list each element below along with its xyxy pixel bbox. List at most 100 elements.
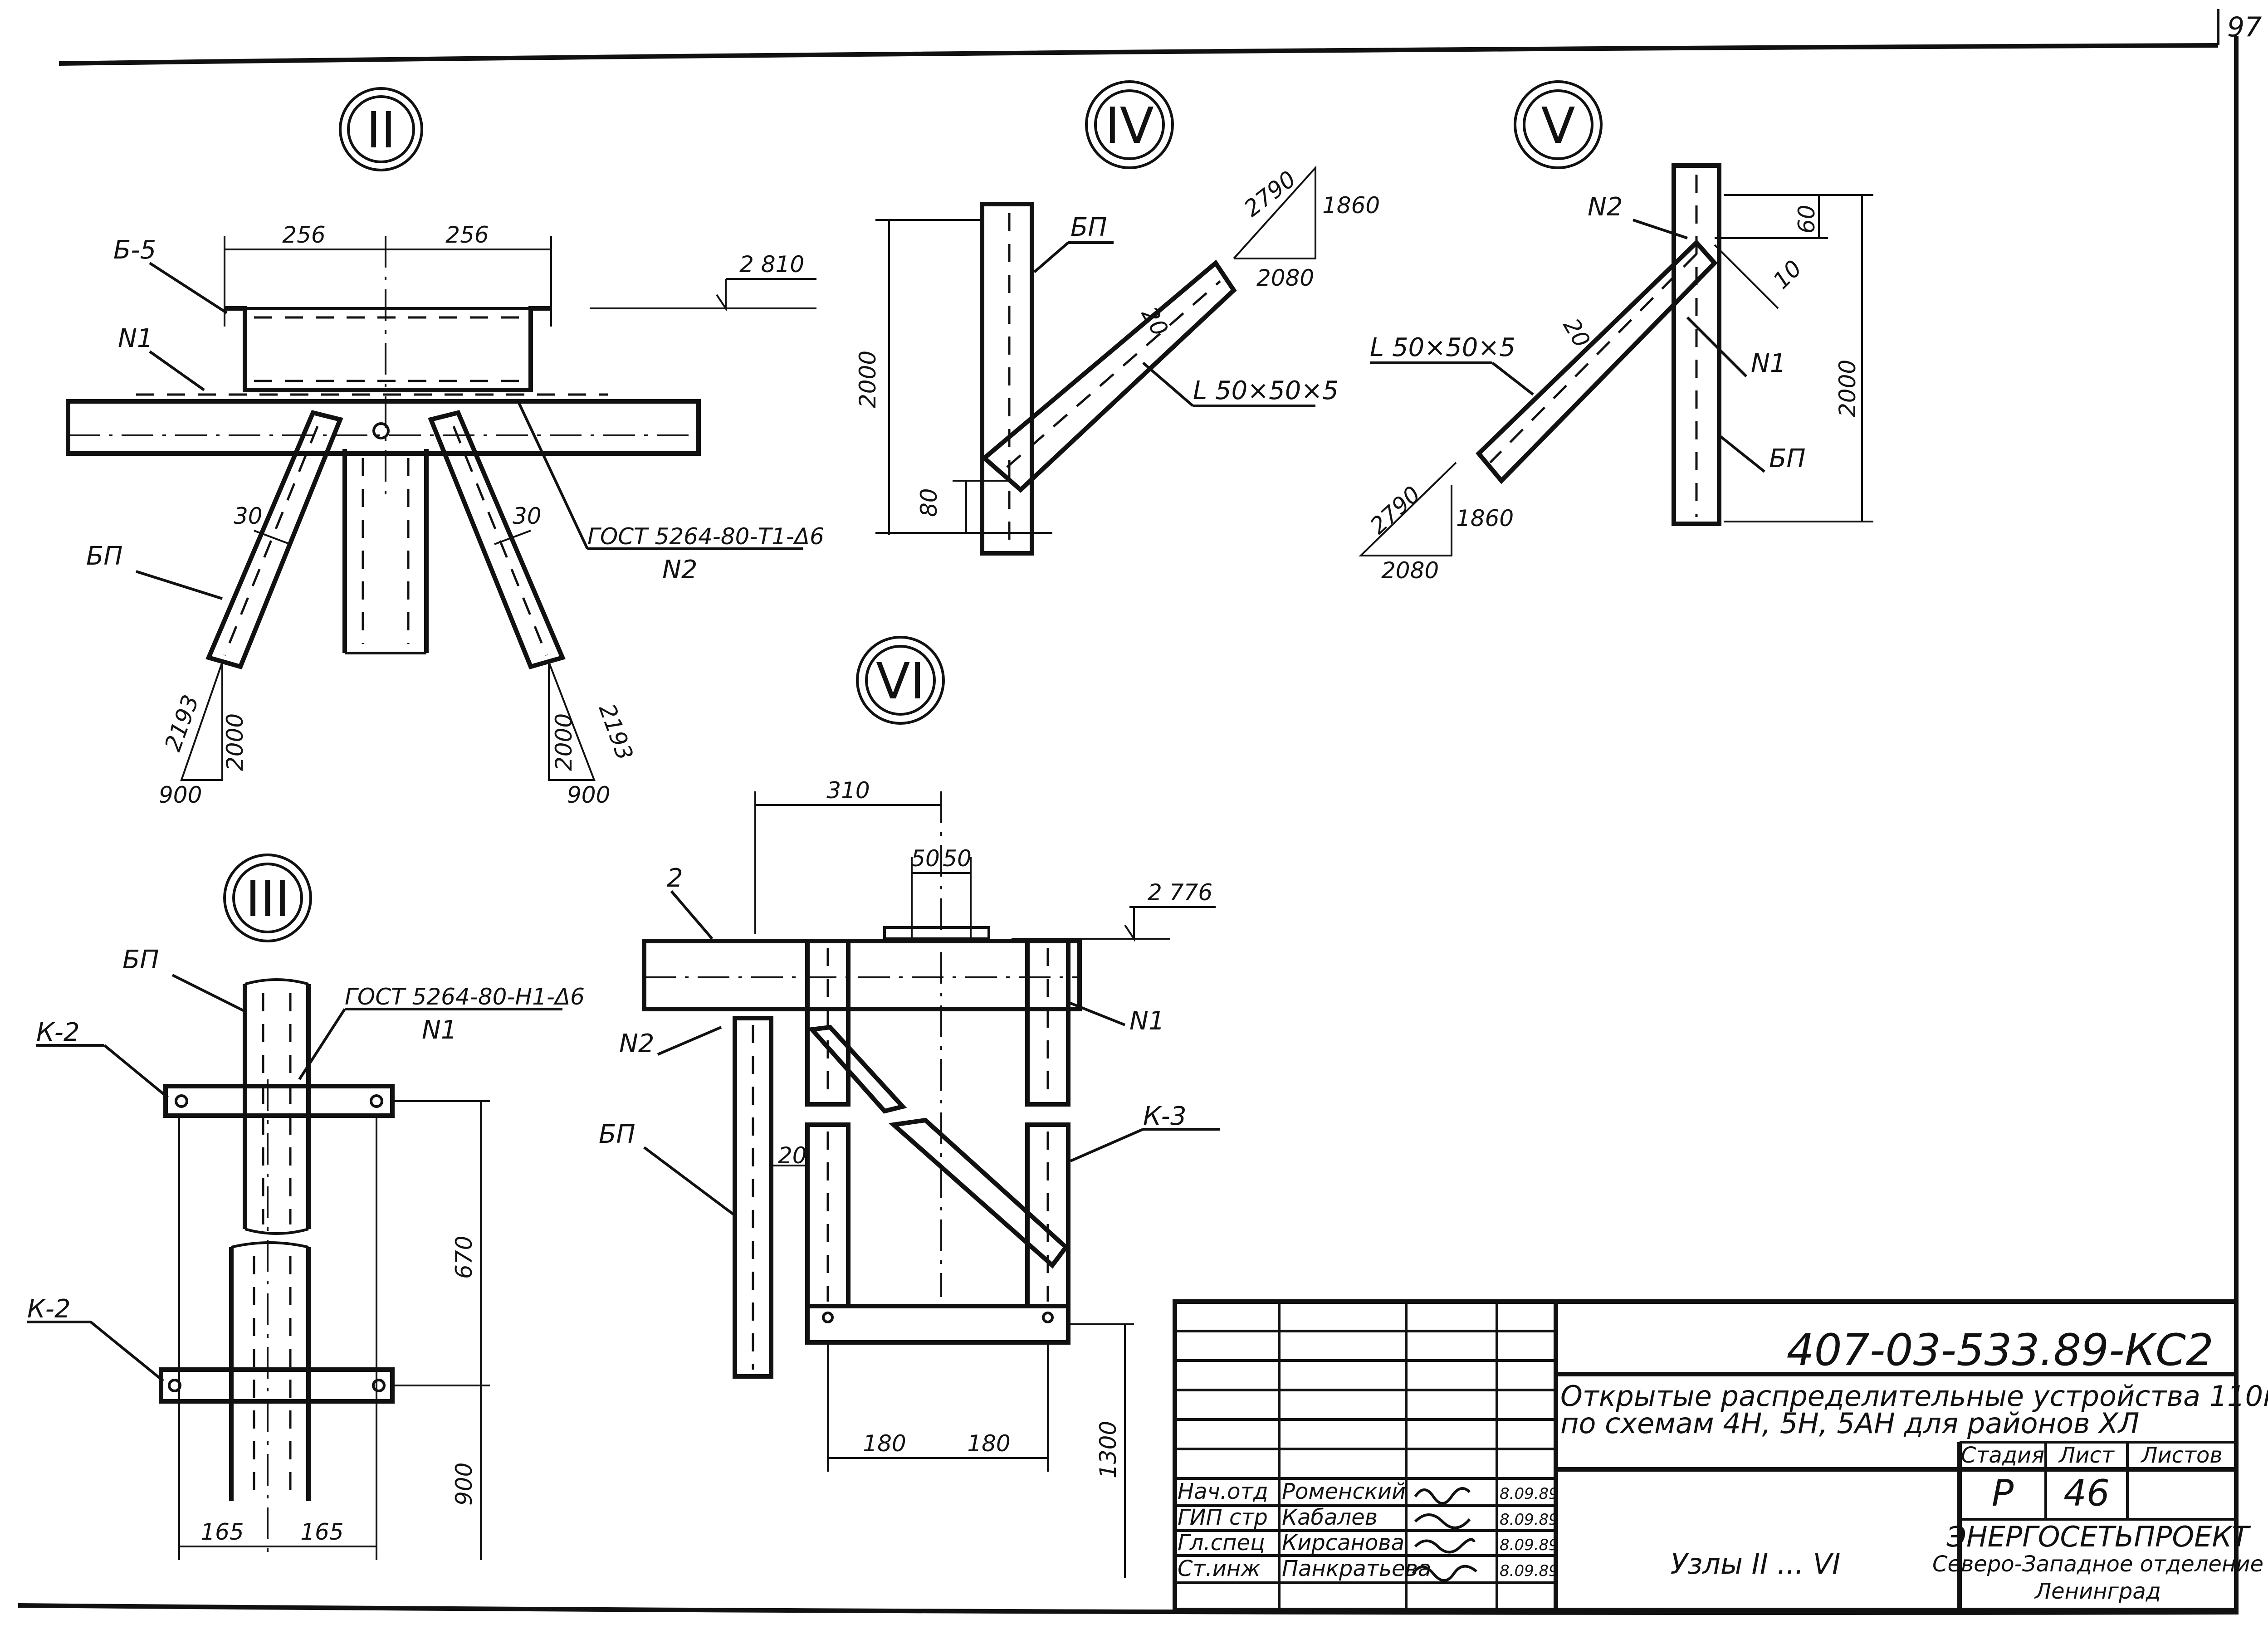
node-iv-tri-b: 1860 [1322,192,1380,219]
sheet-header: Лист [2058,1443,2115,1468]
org-line-3: Ленинград [2034,1579,2161,1604]
node-iii-marker [223,854,312,942]
node-ii-label-bp: БП [86,541,123,571]
node-v-tri-a: 2790 [1365,481,1425,539]
node-vi-top-beam [642,939,1082,1011]
node-iv-tri-c: 2080 [1256,265,1314,291]
node-v-dim-10: 10 [1768,255,1807,294]
staff-row: ГИП стр Кабалев 8.09.89 [1178,1505,1559,1530]
node-vi-dim-1300: 1300 [1095,1421,1121,1478]
node-vi-dim-50b: 50 [943,845,972,872]
node-iv-post [980,202,1034,556]
node-ii-tri-b: 2000 [222,713,248,771]
node-iv: IV 2000 80 20 2790 1860 2080 БП L 50×50×… [855,80,1380,556]
node-iii-label-n1: N1 [422,1015,457,1045]
corner-number: 97 [2227,11,2262,43]
node-vi-label-k3: К-3 [1143,1102,1187,1131]
node-iii-dim-900: 900 [451,1463,477,1506]
stage-value: Р [1992,1472,2014,1514]
staff-date: 8.09.89 [1500,1536,1559,1554]
node-ii-tri2-c: 900 [567,782,610,808]
node-v-label-n2: N2 [1588,192,1623,222]
node-vi-dim-180a: 180 [863,1430,906,1457]
node-ii-label: II [367,101,396,159]
node-ii-w30a: 30 [234,503,263,529]
node-iii-plate-upper [163,1084,395,1118]
node-ii-dim-w2: 256 [445,222,489,248]
node-iii-plate-lower [159,1367,395,1404]
node-v-marker [1514,80,1603,169]
node-vi-label-n1: N1 [1129,1006,1165,1036]
node-iv-marker [1085,80,1174,169]
node-vi-dim-50a: 50 [911,845,940,872]
staff-date: 8.09.89 [1500,1562,1559,1580]
node-vi-label-bp: БП [599,1120,635,1149]
node-iii-label: III [245,870,289,928]
node-vi-w20: 20 [778,1142,807,1169]
node-iv-dim-h: 2000 [855,351,881,408]
sheets-header: Листов [2140,1443,2222,1468]
staff-date: 8.09.89 [1500,1485,1559,1503]
node-iii-dim-165a: 165 [200,1519,244,1545]
node-ii: II 256 256 2 810 [66,87,824,808]
staff-row: Ст.инж Панкратьева 8.09.89 [1178,1556,1559,1582]
node-iv-brace [981,259,1237,493]
node-ii-dim-w1: 256 [282,222,325,248]
node-ii-lower-beam [66,399,701,456]
node-iv-w20: 20 [1136,302,1173,341]
staff-row: Гл.спец Кирсанова 8.09.89 [1178,1530,1559,1556]
staff-role: Гл.спец [1178,1530,1265,1556]
drawing-name: Узлы II ... VI [1671,1547,1841,1580]
signature [1414,1538,1476,1554]
node-iv-label: IV [1105,97,1154,155]
node-v-label-angle: L 50×50×5 [1370,333,1515,362]
node-vi-elev: 2 776 [1148,879,1212,906]
staff-role: ГИП стр [1178,1505,1268,1530]
node-iii-dim-165b: 165 [300,1519,343,1545]
node-ii-right-brace [428,410,566,670]
node-ii-tri2-a: 2000 [551,713,577,771]
node-v-dim-h: 2000 [1834,360,1861,417]
node-ii-tri2-b: 2193 [594,700,638,763]
node-iv-label-bp: БП [1070,213,1107,242]
node-ii-elev: 2 810 [739,251,804,278]
node-v-dim-60: 60 [1794,205,1820,234]
node-ii-left-brace [205,410,343,670]
node-vi-label: VI [876,652,925,710]
node-vi-bp-post [733,1016,773,1379]
node-ii-label-n2: N2 [662,555,698,585]
signature [1412,1565,1477,1582]
node-iii-label-bp: БП [122,945,159,975]
node-ii-gost: ГОСТ 5264-80-Т1-Δ6 [587,523,824,550]
node-ii-tri-a: 2193 [160,692,204,755]
node-iii-label-k2b: К-2 [27,1294,71,1324]
staff-role: Ст.инж [1178,1556,1261,1581]
staff-name: Роменский [1282,1479,1406,1504]
node-vi-dim-180b: 180 [967,1430,1010,1457]
staff-row: Нач.отд Роменский 8.09.89 [1178,1479,1559,1505]
node-vi: VI 310 50 50 2 776 [599,636,1220,1578]
stage-header: Стадия [1961,1443,2044,1468]
node-vi-marker [856,636,945,725]
node-ii-label-n1: N1 [118,324,153,353]
staff-name: Панкратьева [1282,1556,1431,1581]
org-line-2: Северо-Западное отделение [1932,1551,2263,1577]
node-vi-label-2: 2 [667,863,683,893]
node-vi-dim-310: 310 [826,777,870,804]
title-block: 407-03-533.89-КС2 Открытые распределител… [1173,1299,2268,1612]
title-line-1: Открытые распределительные устройства 11… [1560,1380,2268,1413]
node-vi-label-n2: N2 [619,1029,655,1058]
staff-name: Кабалев [1282,1505,1378,1530]
node-ii-label-b5: Б-5 [113,235,156,265]
staff-date: 8.09.89 [1500,1511,1559,1529]
sheet-value: 46 [2063,1472,2110,1514]
node-v-tri-b: 1860 [1456,505,1514,532]
staff-name: Кирсанова [1282,1530,1404,1556]
signature [1414,1513,1471,1529]
node-ii-w30b: 30 [513,503,542,529]
title-line-2: по схемам 4Н, 5Н, 5АН для районов ХЛ [1560,1407,2139,1440]
node-iv-dim-80: 80 [916,488,942,517]
node-iii: III 670 900 165 165 Б [27,854,585,1560]
node-v-post [1672,163,1721,526]
